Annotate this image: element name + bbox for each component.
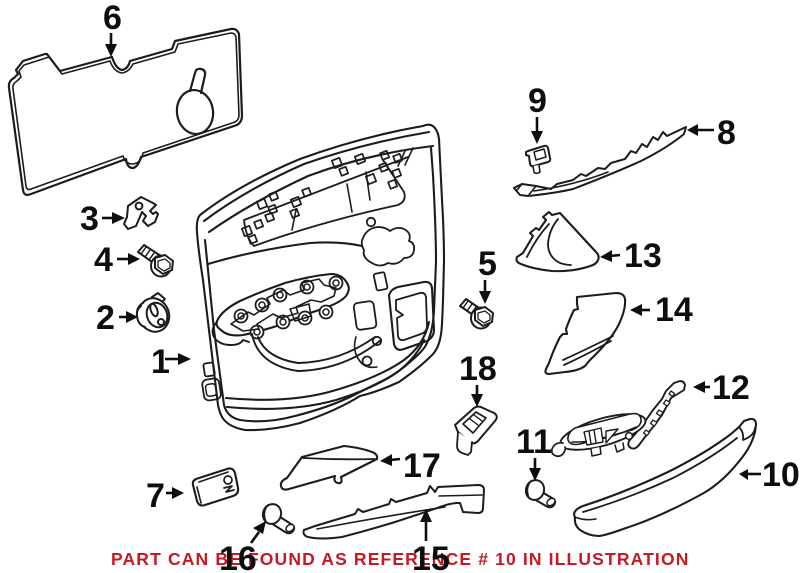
svg-text:13: 13 [624, 237, 662, 275]
svg-text:15: 15 [412, 540, 450, 573]
svg-text:1: 1 [151, 343, 170, 381]
svg-text:11: 11 [516, 423, 552, 461]
svg-text:7: 7 [146, 477, 165, 515]
svg-text:8: 8 [717, 114, 736, 152]
svg-text:3: 3 [80, 200, 99, 238]
svg-text:12: 12 [712, 369, 750, 407]
svg-text:5: 5 [478, 245, 497, 283]
svg-text:18: 18 [459, 350, 497, 388]
svg-text:4: 4 [94, 241, 113, 279]
svg-text:PART CAN BE FOUND AS REFERENCE: PART CAN BE FOUND AS REFERENCE # 10 IN I… [111, 549, 690, 569]
svg-text:16: 16 [219, 540, 257, 573]
svg-text:17: 17 [403, 447, 441, 485]
svg-text:10: 10 [762, 456, 800, 494]
svg-text:9: 9 [528, 82, 547, 120]
svg-text:2: 2 [96, 299, 115, 337]
svg-text:6: 6 [103, 0, 122, 37]
svg-text:14: 14 [655, 291, 693, 329]
